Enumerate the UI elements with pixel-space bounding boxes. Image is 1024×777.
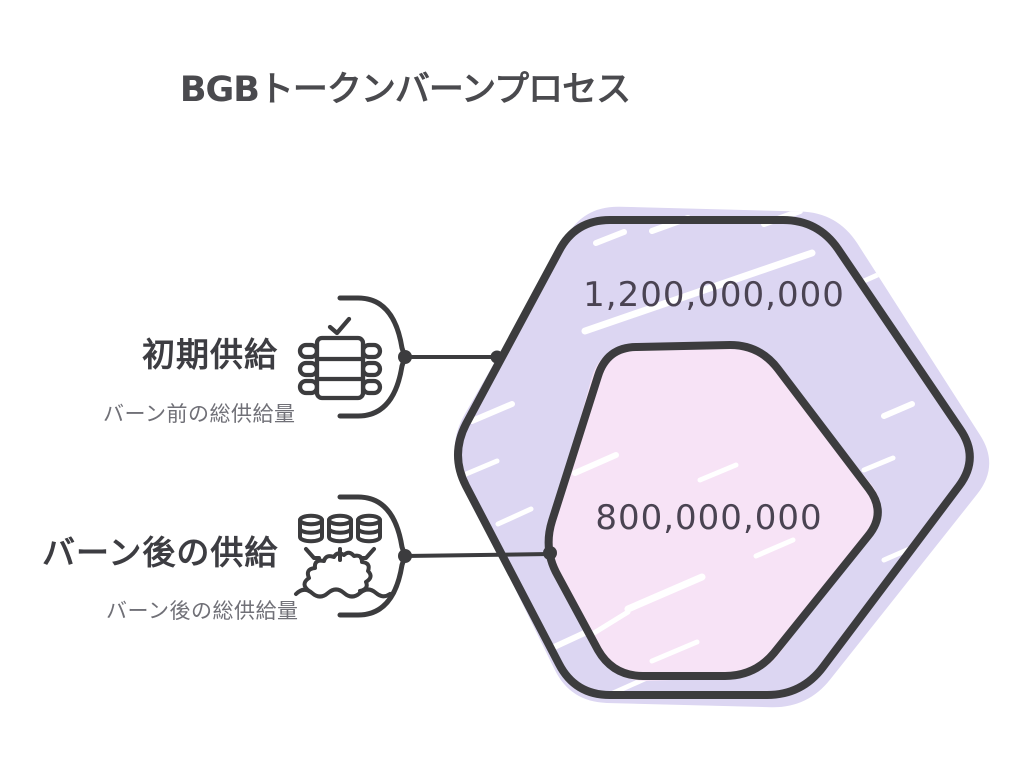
connector-dot	[543, 546, 557, 560]
initial-supply-label: 初期供給	[142, 335, 278, 374]
connector-dot	[398, 549, 412, 563]
coins-burn-icon	[294, 513, 392, 599]
page-title: BGBトークンバーンプロセス	[179, 70, 631, 110]
coin-stack-icon	[356, 513, 382, 544]
coin-stack-icon	[327, 513, 353, 544]
connector-dot	[398, 350, 412, 364]
after-burn-connector	[337, 494, 557, 618]
inner-hexagon-streaks	[572, 452, 796, 664]
initial-supply-connector	[337, 295, 504, 419]
flame-icon	[302, 550, 373, 593]
checkmark-icon	[327, 316, 352, 336]
after-burn-supply-sublabel: バーン後の総供給量	[106, 599, 299, 623]
database-check-icon	[297, 316, 383, 401]
connector-dot	[490, 350, 504, 364]
after-burn-supply-label: バーン後の供給	[42, 533, 279, 572]
initial-supply-value: 1,200,000,000	[583, 275, 845, 315]
after-burn-supply-value: 800,000,000	[595, 498, 823, 538]
coin-stack-icon	[298, 513, 324, 544]
wave-line	[294, 587, 392, 599]
initial-supply-sublabel: バーン前の総供給量	[103, 402, 296, 426]
